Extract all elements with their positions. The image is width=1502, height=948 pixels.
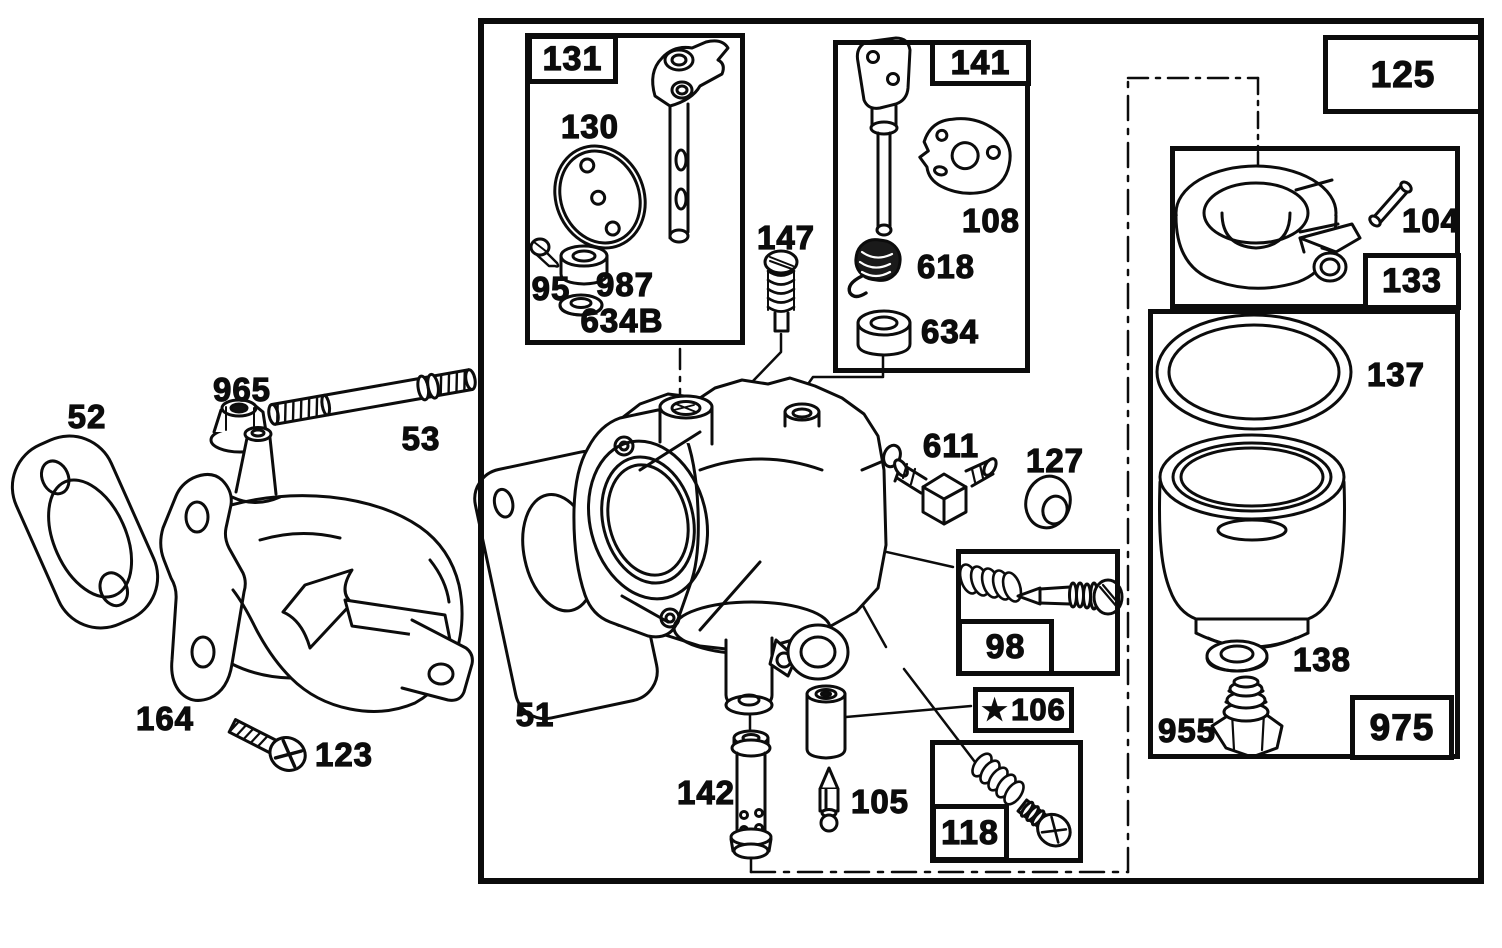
callout-box-118-text: 118 xyxy=(940,813,999,852)
callout-164: 164 xyxy=(135,699,195,737)
spring-618 xyxy=(847,238,902,299)
callout-634B: 634B xyxy=(580,301,664,339)
callout-137: 137 xyxy=(1366,355,1426,393)
seal-634B xyxy=(558,293,604,317)
callout-104: 104 xyxy=(1401,201,1461,239)
callout-box-118: 118 xyxy=(931,804,1009,862)
main-frame xyxy=(478,18,1484,884)
gasket-52 xyxy=(10,434,160,630)
throttle-shaft-assembly xyxy=(651,39,730,244)
hinge-pin-104 xyxy=(1368,180,1413,228)
callout-955: 955 xyxy=(1157,711,1217,749)
callout-108: 108 xyxy=(961,201,1021,239)
callout-987: 987 xyxy=(595,265,655,303)
screw-123 xyxy=(227,718,307,772)
callout-box-141-text: 141 xyxy=(950,43,1011,82)
idle-screw-147 xyxy=(763,249,799,333)
bowl-screw-spring-118 xyxy=(971,752,1025,806)
idle-mixture-spring-98 xyxy=(958,563,1023,603)
inlet-seat-106 xyxy=(805,684,847,760)
callout-105: 105 xyxy=(850,782,910,820)
bowl-screw-118 xyxy=(1016,798,1072,848)
callout-box-975-text: 975 xyxy=(1369,706,1435,748)
choke-plate-108 xyxy=(918,117,1012,195)
bushing-634 xyxy=(856,309,912,357)
callout-123: 123 xyxy=(314,735,374,773)
callout-box-131-text: 131 xyxy=(542,39,603,78)
screw-95 xyxy=(529,237,560,268)
callout-53: 53 xyxy=(401,419,441,457)
callout-box-141: 141 xyxy=(930,40,1031,86)
carburetor-body xyxy=(572,376,902,716)
main-jet-142 xyxy=(729,729,773,860)
callout-142: 142 xyxy=(676,773,736,811)
callout-box-98: 98 xyxy=(957,619,1054,676)
callout-box-975: 975 xyxy=(1350,695,1454,760)
callout-611: 611 xyxy=(922,426,980,464)
welch-plug-127 xyxy=(1024,474,1072,530)
callout-box-98-text: 98 xyxy=(985,627,1026,666)
callout-965: 965 xyxy=(212,370,272,408)
callout-51: 51 xyxy=(515,695,555,733)
callout-127: 127 xyxy=(1025,441,1085,479)
group-box-133 xyxy=(1170,146,1460,309)
callout-box-106-text: 106 xyxy=(1010,691,1066,727)
callout-box-131: 131 xyxy=(527,34,618,84)
intake-elbow-164 xyxy=(159,426,474,713)
callout-box-125-text: 125 xyxy=(1370,53,1436,95)
throttle-plate-130 xyxy=(553,144,647,250)
bowl-gasket-137 xyxy=(1155,313,1353,431)
washer-138 xyxy=(1205,639,1269,673)
callout-618: 618 xyxy=(916,247,976,285)
callout-95: 95 xyxy=(531,269,571,307)
callout-box-133: 133 xyxy=(1363,253,1461,310)
bowl-nut-955 xyxy=(1210,675,1284,759)
callout-52: 52 xyxy=(67,397,107,435)
elbow-fitting-611 xyxy=(893,457,998,526)
stud-53 xyxy=(267,368,477,426)
callout-138: 138 xyxy=(1292,640,1352,678)
callout-147: 147 xyxy=(756,218,816,256)
callout-box-125: 125 xyxy=(1323,35,1483,114)
group-box-131 xyxy=(525,33,745,345)
callout-box-133-text: 133 xyxy=(1382,261,1442,300)
callout-box-106: ★106 xyxy=(973,687,1074,733)
float-bowl-cup xyxy=(1157,433,1347,650)
callout-634: 634 xyxy=(920,312,980,350)
star-icon: ★ xyxy=(981,693,1010,727)
callout-130: 130 xyxy=(560,107,620,145)
float-133 xyxy=(1174,164,1362,290)
group-box-975 xyxy=(1148,309,1460,759)
bushing-987 xyxy=(559,244,609,286)
needle-valve-105 xyxy=(818,766,840,833)
